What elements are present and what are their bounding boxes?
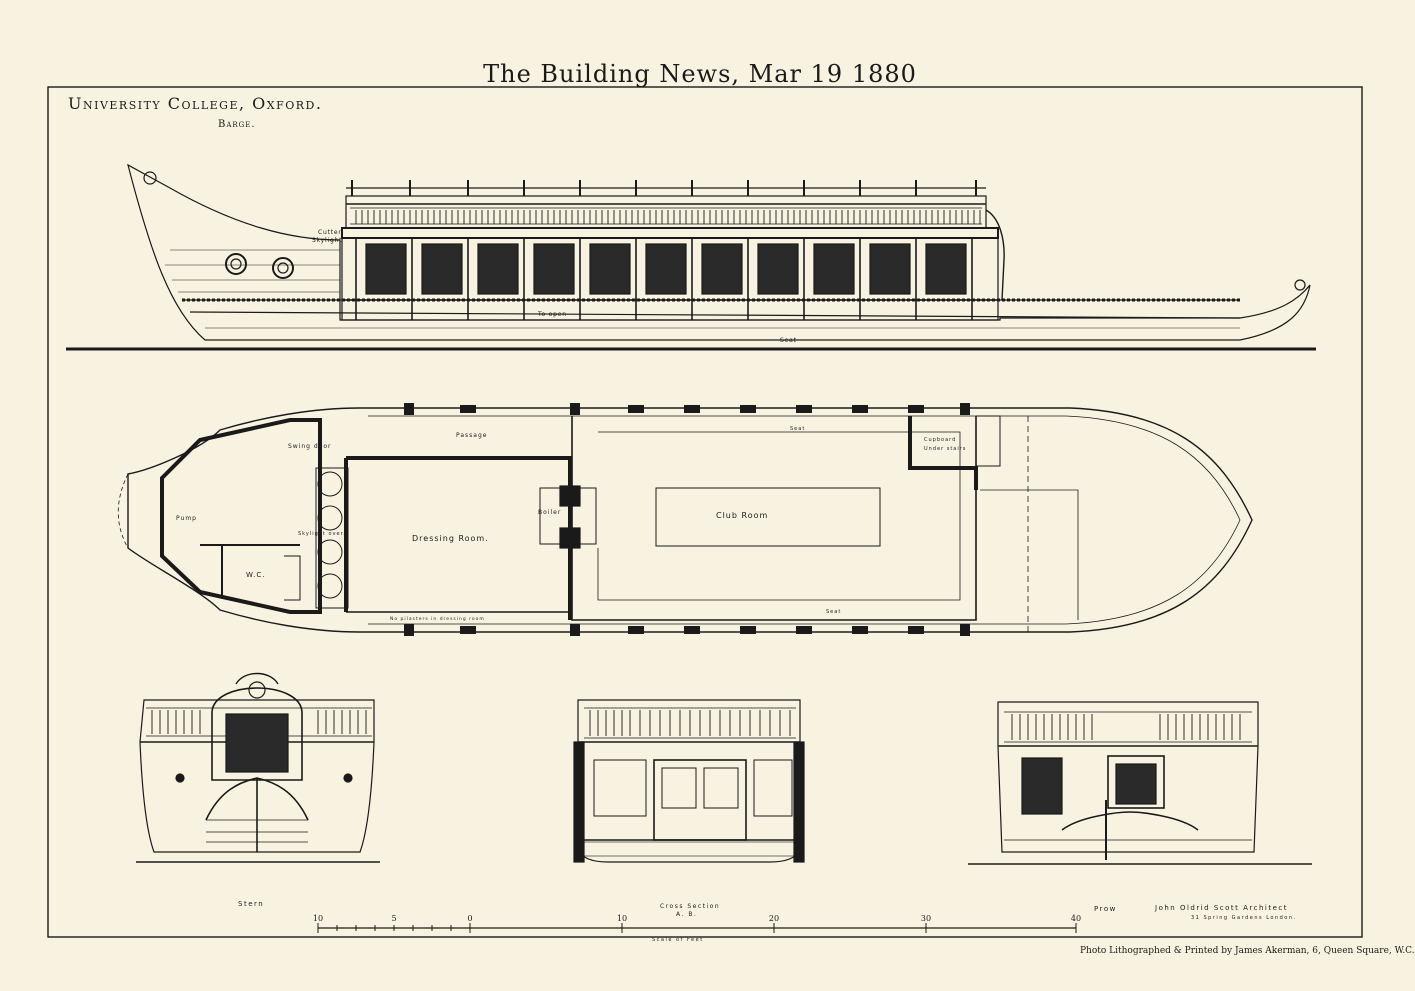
- plate-subject: Barge.: [218, 119, 256, 130]
- porthole: [225, 253, 247, 275]
- cabin-windows: [365, 243, 967, 295]
- architect-address: 31 Spring Gardens London.: [1191, 915, 1297, 921]
- label-under-stairs: Under stairs: [924, 446, 966, 452]
- scale-tick-label: 30: [921, 914, 931, 923]
- roof-balustrade: [345, 180, 987, 229]
- plate-border: [47, 86, 1363, 938]
- printer-credit: Photo Lithographed & Printed by James Ak…: [1080, 946, 1415, 956]
- deck-plan: [117, 403, 1253, 636]
- view-label-prow: Prow: [1094, 905, 1117, 913]
- label-wc: W.C.: [246, 571, 265, 579]
- plate-title: The Building News, Mar 19 1880: [483, 60, 917, 88]
- scale-bar: [317, 923, 1077, 933]
- label-cupboard: Cupboard: [924, 437, 956, 443]
- stern-view: [139, 672, 375, 853]
- label-swing-door: Swing door: [288, 443, 332, 450]
- label-skylight-over: Skylight over.: [298, 531, 346, 537]
- architect-name: John Oldrid Scott Architect: [1154, 904, 1288, 912]
- cross-section: [573, 699, 805, 863]
- label-pump: Pump: [176, 515, 197, 522]
- scale-tick-label: 20: [769, 914, 779, 923]
- side-elevation: [66, 163, 1316, 351]
- label-seat-elevation: Seat: [780, 337, 797, 344]
- scale-label: Scale of Feet: [652, 937, 704, 943]
- label-seat-top: Seat: [790, 426, 805, 432]
- label-pilasters-note: No pilasters in dressing room: [390, 616, 485, 622]
- college-name: University College, Oxford.: [68, 94, 323, 113]
- label-cutter: Cutter: [318, 229, 342, 236]
- label-club-room: Club Room: [716, 511, 768, 520]
- scale-tick-label: 5: [391, 914, 396, 923]
- label-boiler: Boiler: [538, 509, 561, 516]
- view-label-cross-section: Cross Section: [660, 903, 720, 910]
- label-passage: Passage: [456, 432, 487, 439]
- scale-tick-label: 0: [467, 914, 472, 923]
- club-room-table: [655, 487, 881, 547]
- label-seat-bottom: Seat: [826, 609, 841, 615]
- view-label-section-ref: A. B.: [676, 911, 697, 918]
- porthole: [272, 257, 294, 279]
- scale-tick-label: 10: [313, 914, 323, 923]
- scale-tick-label: 40: [1071, 914, 1081, 923]
- scale-tick-label: 10: [617, 914, 627, 923]
- label-to-open: To open: [537, 311, 567, 318]
- prow-view: [997, 701, 1259, 860]
- label-dressing-room: Dressing Room.: [412, 534, 489, 543]
- label-skylight: Skylight: [312, 237, 342, 244]
- view-label-stern: Stern: [238, 900, 264, 908]
